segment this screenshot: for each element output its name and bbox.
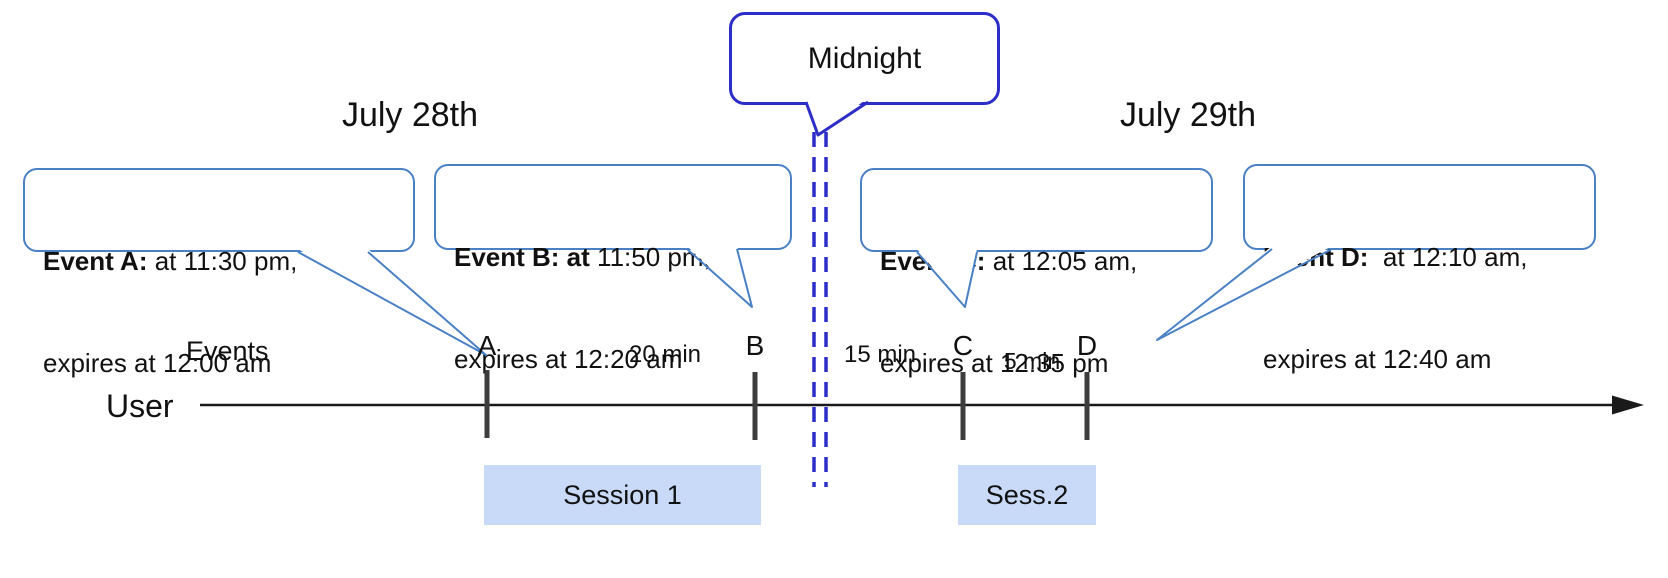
event-c-line2: expires at 12:35 pm	[880, 348, 1109, 378]
event-b-line1: Event B: at 11:50 pm,	[454, 240, 772, 274]
interval-label-15min: 15 min	[843, 341, 917, 368]
event-b-callout: Event B: at 11:50 pm, expires at 12:20 a…	[434, 164, 792, 374]
event-d-callout: Event D: at 12:10 am, expires at 12:40 a…	[1243, 164, 1596, 374]
event-a-time: at 11:30 pm,	[147, 246, 298, 276]
midnight-callout: Midnight	[729, 12, 1000, 105]
events-axis-label: Events	[186, 336, 269, 366]
session-1-box: Session 1	[484, 465, 761, 525]
event-d-time: at 12:10 am,	[1368, 242, 1528, 272]
interval-label-20min: 20 min	[628, 341, 702, 368]
event-c-time: at 12:05 am,	[985, 246, 1138, 276]
event-c-callout: Event C: at 12:05 am, expires at 12:35 p…	[860, 168, 1213, 378]
tick-label-d: D	[1076, 330, 1098, 361]
event-a-line1: Event A: at 11:30 pm,	[43, 244, 395, 278]
event-b-time: 11:50 pm,	[589, 242, 711, 272]
tick-label-c: C	[952, 330, 974, 361]
tick-label-a: A	[477, 330, 497, 361]
event-c-line1: Event C: at 12:05 am,	[880, 244, 1193, 278]
session-1-label: Session 1	[563, 479, 682, 510]
event-a-title: Event A:	[43, 246, 148, 276]
event-b-line2: expires at 12:20 am	[454, 344, 683, 374]
midnight-tail-outline	[804, 100, 869, 137]
midnight-dashed-line	[812, 132, 828, 487]
tick-label-b: B	[745, 330, 765, 361]
event-a-callout: Event A: at 11:30 pm, expires at 12:00 a…	[23, 168, 415, 378]
event-d-title: Event D:	[1263, 242, 1369, 272]
event-a-line2: expires at 12:00 am	[43, 348, 272, 378]
date-july-28: July 28th	[341, 96, 479, 134]
session-2-box: Sess.2	[958, 465, 1096, 525]
session-2-label: Sess.2	[985, 479, 1069, 510]
date-july-29: July 29th	[1119, 96, 1257, 134]
user-axis-label: User	[106, 388, 174, 424]
event-d-line2: expires at 12:40 am	[1263, 344, 1492, 374]
event-d-line1: Event D: at 12:10 am,	[1263, 240, 1576, 274]
timeline-arrowhead	[1612, 395, 1644, 415]
interval-label-5min: 5 min	[1003, 348, 1061, 374]
event-b-title: Event B: at	[454, 242, 590, 272]
midnight-label: Midnight	[807, 41, 922, 75]
event-c-title: Event C:	[880, 246, 986, 276]
